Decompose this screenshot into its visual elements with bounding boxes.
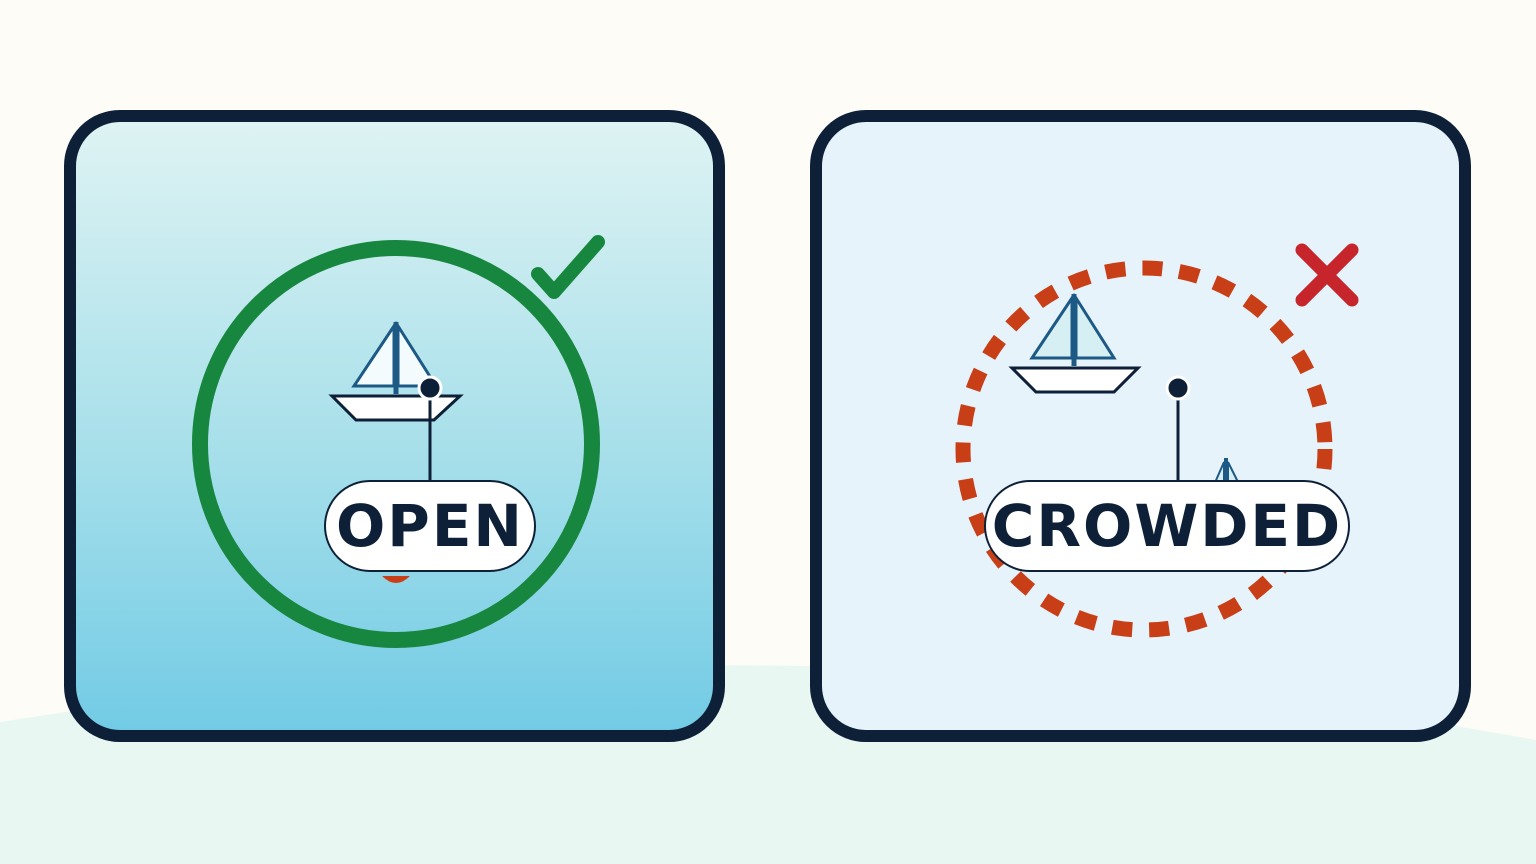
pin-dot [417, 375, 443, 401]
crowded-scene [955, 243, 1359, 638]
panel-crowded: CROWDED [810, 110, 1471, 742]
boat-icon [1008, 292, 1142, 394]
crowded-boundary-circle [955, 260, 1333, 638]
checkmark-icon [531, 235, 605, 299]
crowded-label: CROWDED [984, 480, 1350, 572]
orange-marker [382, 576, 410, 583]
boat-icon [328, 320, 464, 422]
panel-open: OPEN [64, 110, 725, 742]
pin-dot [1165, 375, 1191, 401]
open-boundary-circle [192, 240, 600, 648]
open-label: OPEN [324, 480, 536, 572]
open-scene [192, 235, 605, 648]
x-mark-icon [1295, 243, 1359, 307]
